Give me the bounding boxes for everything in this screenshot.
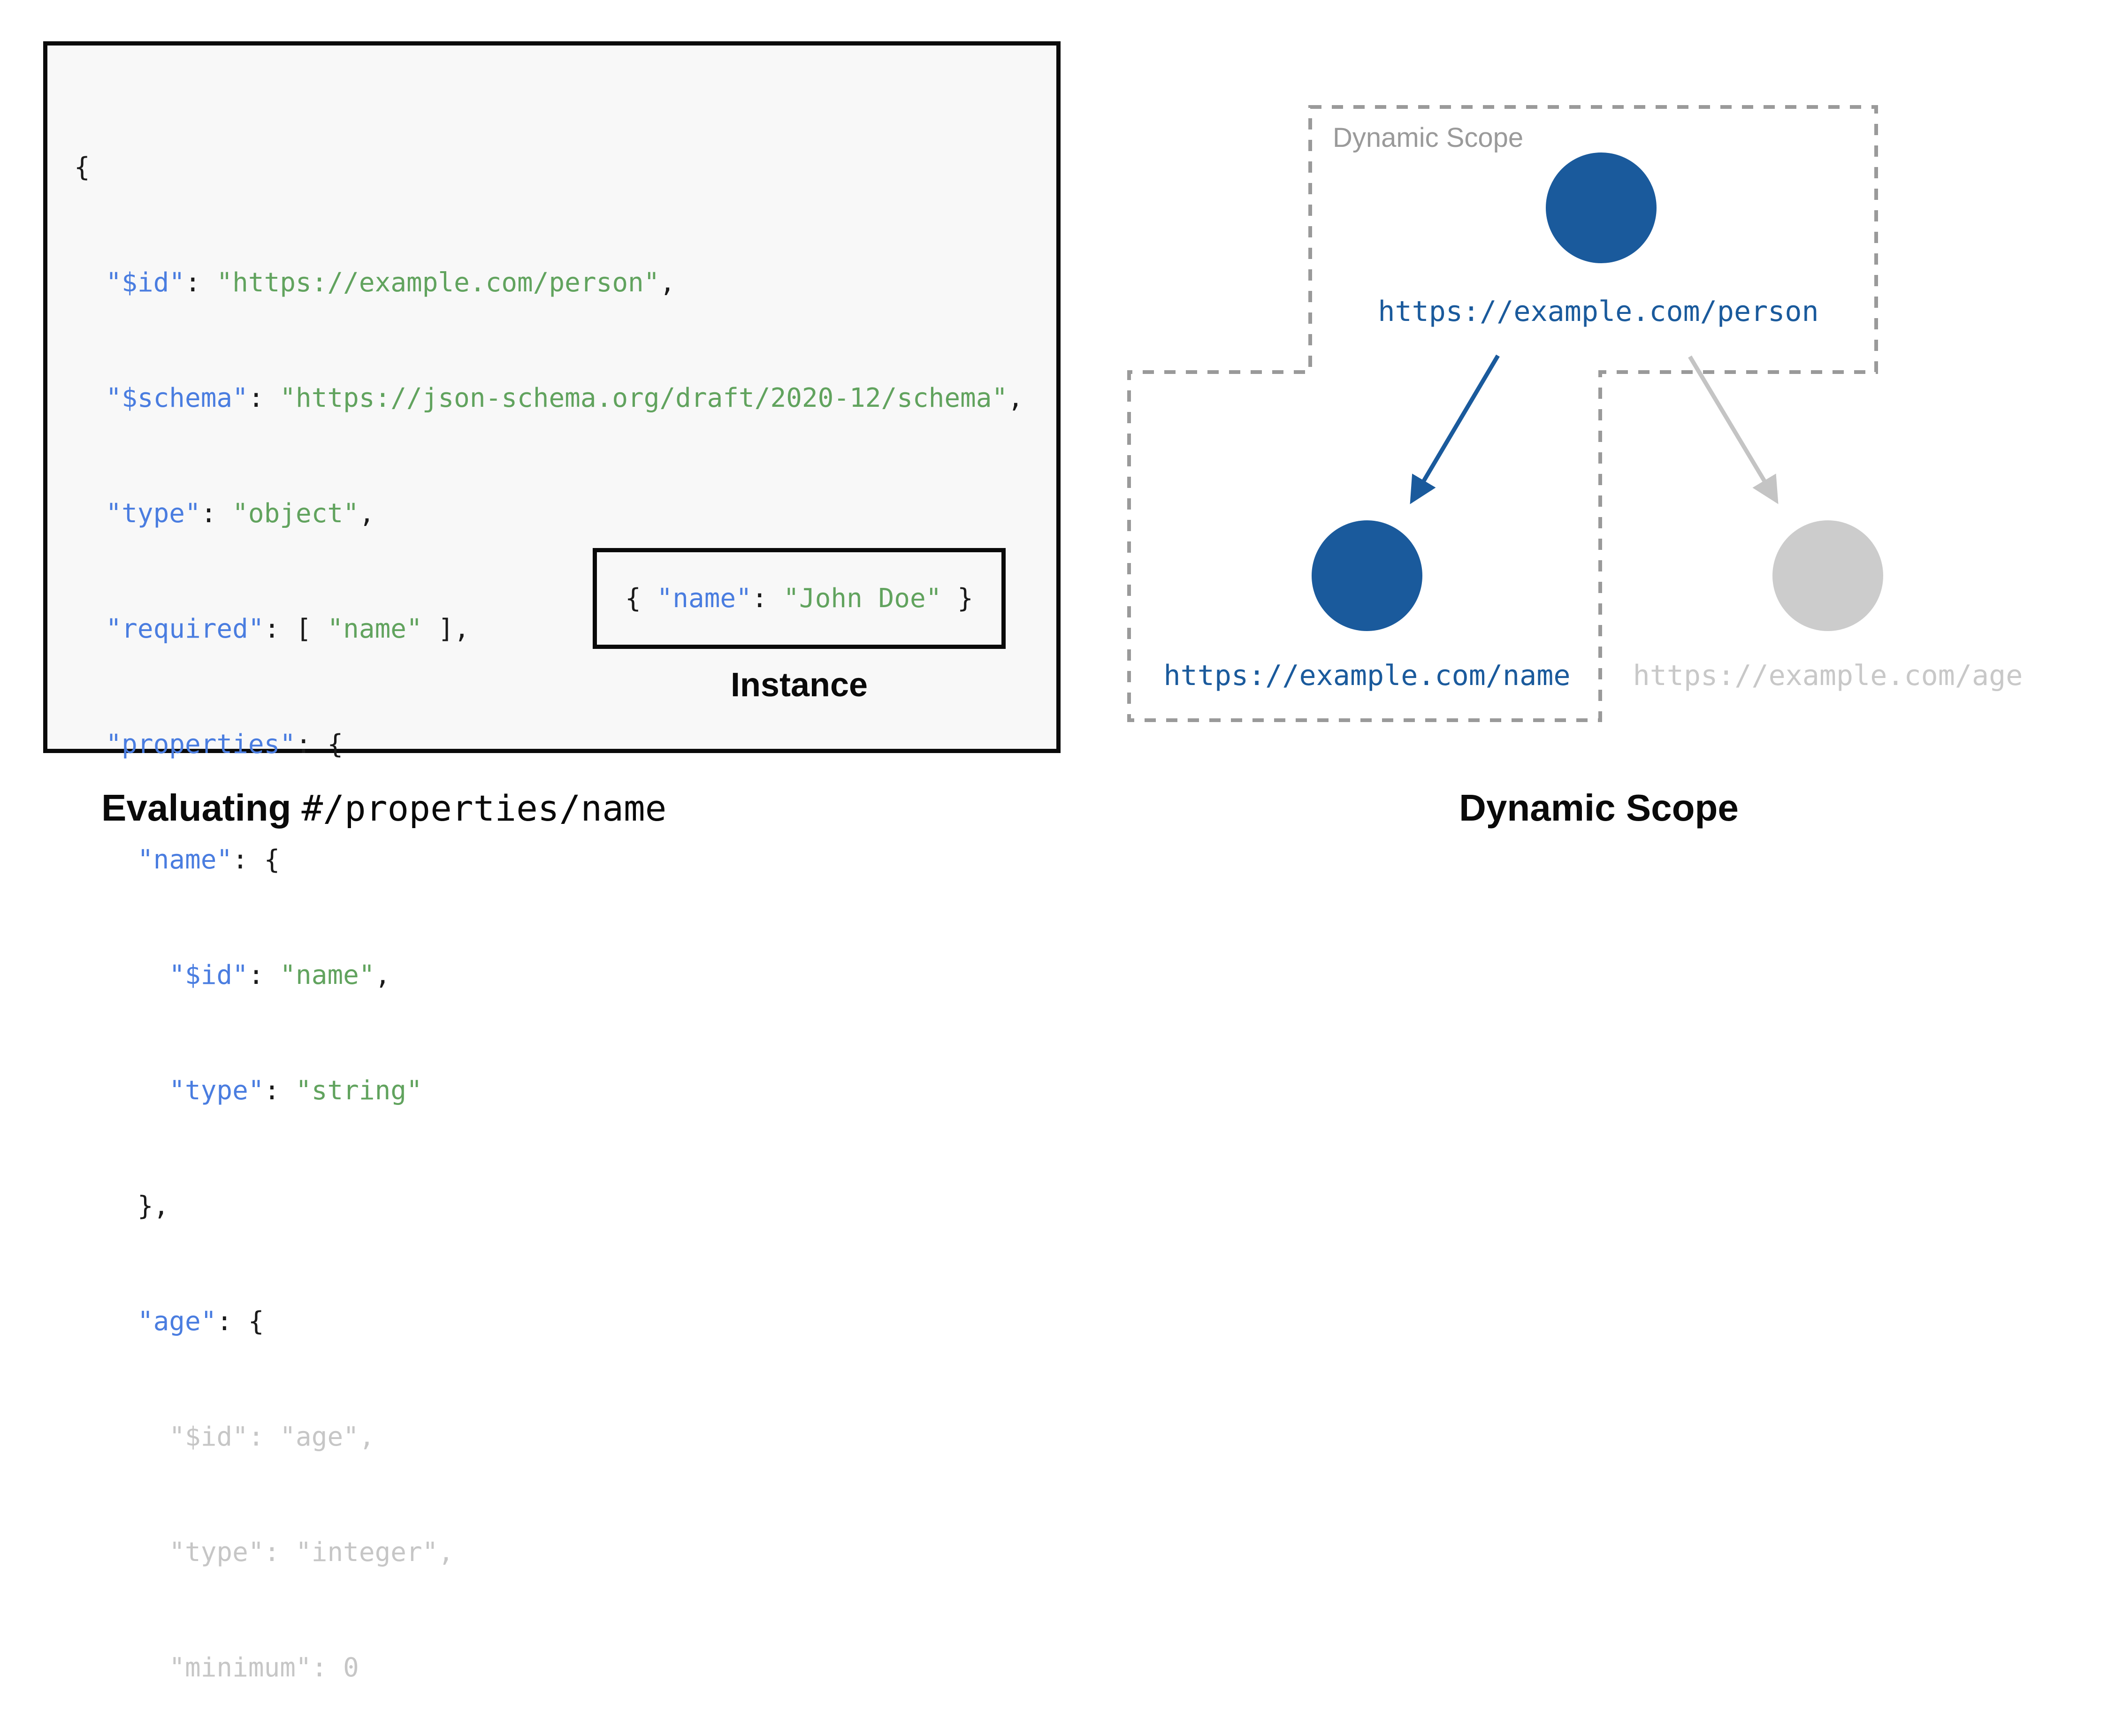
code-segment: { [74,152,90,183]
dynamic-scope-diagram [1127,105,1883,722]
code-segment: : [751,583,784,614]
code-segment: "John Doe" [783,583,942,614]
code-segment: "properties" [74,729,296,760]
code-line: "name": { [74,841,1023,879]
code-segment: "https://json-schema.org/draft/2020-12/s… [280,383,1008,413]
code-segment: "required" [74,614,264,644]
schema-node-name [1312,520,1422,631]
code-segment: ], [422,614,470,644]
code-segment: "name" [657,583,752,614]
code-segment: "type" [74,1075,264,1106]
code-segment: "object" [232,498,359,529]
code-segment: : [185,267,217,298]
code-line: "$id": "https://example.com/person", [74,264,1023,302]
code-segment: , [359,498,375,529]
scope-diagram-caption: Dynamic Scope [1459,787,1739,829]
code-segment: "type" [74,498,201,529]
code-line: "required": [ "name" ], [74,610,1023,648]
code-segment: } [941,583,973,614]
code-line: "$schema": "https://json-schema.org/draf… [74,379,1023,418]
code-segment: "age" [74,1306,217,1337]
code-segment: : [264,1075,296,1106]
schema-code-block: { "$id": "https://example.com/person", "… [74,71,1023,1736]
schema-source-panel [43,41,1061,753]
code-segment: : [200,498,233,529]
code-line: "$id": "name", [74,956,1023,995]
code-segment: "$id" [74,960,248,990]
dynamic-scope-region-label: Dynamic Scope [1333,122,1524,153]
code-segment: : [248,383,280,413]
code-line: "age": { [74,1302,1023,1341]
code-line: "type": "object", [74,495,1023,533]
dynamic-scope-outline [1127,105,1878,722]
code-line: "$id": "age", [74,1418,1023,1456]
code-segment: "string" [296,1075,422,1106]
code-line: "properties": { [74,725,1023,764]
instance-box: { "name": "John Doe" } [593,548,1006,649]
code-segment: "name" [74,845,233,875]
code-segment: "$schema" [74,383,248,413]
code-segment: "type": "integer", [74,1537,454,1568]
code-segment: "$id" [74,267,185,298]
code-line: { [74,148,1023,187]
code-segment: "minimum": 0 [74,1652,359,1683]
code-line: }, [74,1187,1023,1226]
instance-code: { "name": "John Doe" } [625,583,973,614]
code-line: "minimum": 0 [74,1649,1023,1687]
code-segment: "name" [327,614,422,644]
person-schema-url: https://example.com/person [1378,295,1819,328]
schema-node-age [1772,520,1883,631]
code-segment: }, [74,1191,169,1221]
json-schema-dynamic-scope-figure: { "colors": { "code_key_blue": "#4a7de0"… [43,41,2023,1683]
code-segment: : { [296,729,344,760]
code-segment: : { [232,845,280,875]
instance-label: Instance [730,666,868,704]
code-line: "type": "string" [74,1072,1023,1110]
caption-evaluating-label: Evaluating [101,787,291,829]
code-segment: "name" [280,960,375,990]
code-segment: : [ [264,614,328,644]
code-segment: , [1008,383,1023,413]
edge-person-to-name-arrow [1410,354,1500,504]
code-segment: : { [216,1306,264,1337]
schema-panel-caption: Evaluating #/properties/name [101,787,666,829]
edge-person-to-age-arrow [1688,355,1779,504]
code-segment: "$id": "age", [74,1422,375,1452]
code-segment: "https://example.com/person" [216,267,660,298]
code-line: "type": "integer", [74,1533,1023,1572]
code-segment: , [374,960,391,990]
caption-json-pointer: #/properties/name [301,787,667,829]
code-segment: { [625,583,657,614]
age-schema-url: https://example.com/age [1633,659,2023,692]
name-schema-url: https://example.com/name [1163,659,1571,692]
code-segment: , [659,267,676,298]
code-segment: : [248,960,280,990]
schema-node-person [1546,152,1657,263]
